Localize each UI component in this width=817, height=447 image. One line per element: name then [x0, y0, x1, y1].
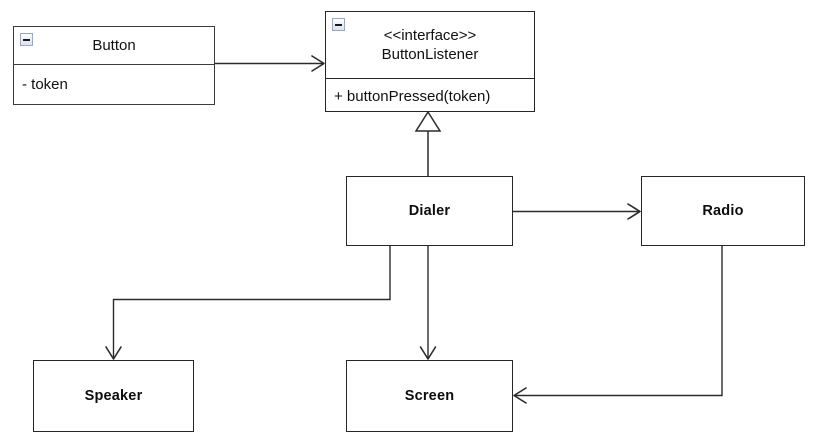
connector-dialer-to-radio [513, 203, 641, 220]
class-button-name: Button [92, 37, 136, 54]
class-box-buttonlistener[interactable]: <<interface>> ButtonListener + buttonPre… [325, 11, 535, 112]
class-speaker-name: Speaker [84, 388, 143, 404]
class-button-attributes: - token [14, 64, 214, 104]
class-buttonlistener-operations: + buttonPressed(token) [326, 78, 534, 113]
class-box-dialer[interactable]: Dialer [346, 176, 513, 246]
class-radio-name: Radio [702, 203, 744, 219]
class-buttonlistener-operation-buttonpressed: + buttonPressed(token) [334, 87, 491, 105]
class-button-attribute-token: - token [22, 76, 68, 93]
connector-dialer-to-buttonlistener [414, 110, 442, 176]
connector-dialer-to-speaker [105, 246, 391, 360]
connector-dialer-to-screen [419, 246, 437, 360]
class-buttonlistener-header: <<interface>> ButtonListener [326, 12, 534, 78]
class-button-header: Button [14, 27, 214, 64]
class-buttonlistener-title: <<interface>> ButtonListener [326, 12, 534, 78]
connector-button-to-buttonlistener [215, 55, 325, 72]
class-dialer-name: Dialer [408, 203, 451, 219]
class-buttonlistener-stereotype: <<interface>> [383, 27, 477, 44]
collapse-minus-icon[interactable] [20, 33, 33, 46]
class-box-screen[interactable]: Screen [346, 360, 513, 432]
class-buttonlistener-name: ButtonListener [381, 46, 479, 63]
class-button-title: Button [14, 27, 214, 64]
connector-radio-to-screen [513, 246, 723, 404]
collapse-minus-icon[interactable] [332, 18, 345, 31]
class-box-speaker[interactable]: Speaker [33, 360, 194, 432]
class-box-button[interactable]: Button - token [13, 26, 215, 105]
class-screen-name: Screen [404, 388, 455, 404]
class-box-radio[interactable]: Radio [641, 176, 805, 246]
